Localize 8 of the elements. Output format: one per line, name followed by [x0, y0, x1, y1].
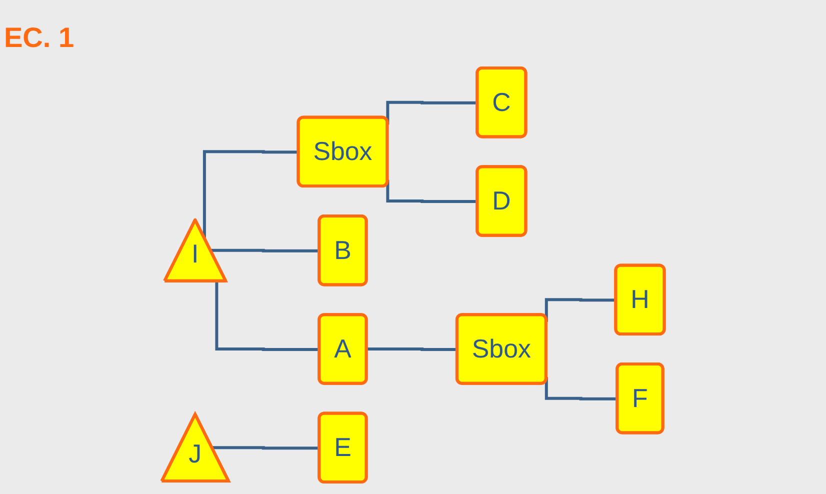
connector [386, 180, 478, 203]
connector [365, 348, 458, 351]
connector [544, 377, 618, 400]
connector [210, 446, 320, 450]
connector [202, 150, 299, 238]
connector [215, 281, 320, 351]
connector [209, 248, 320, 252]
section-label: EC. 1 [4, 22, 74, 54]
